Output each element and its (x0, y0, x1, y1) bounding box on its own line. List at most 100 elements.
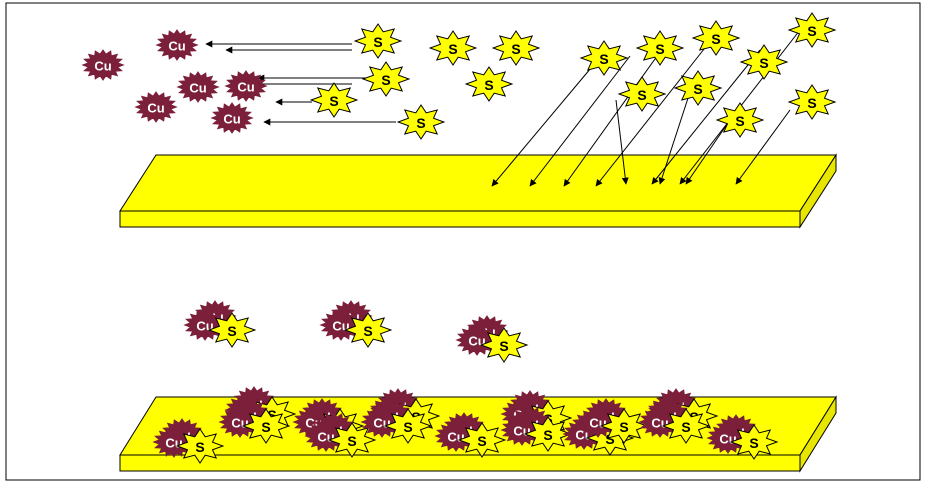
s-particle: S (464, 66, 514, 102)
yellow-starburst-icon (428, 30, 478, 66)
s-label: S (711, 31, 720, 47)
s-particle: S (383, 408, 433, 444)
top-slab-top-face (119, 154, 837, 212)
s-label: S (267, 407, 276, 423)
s-label: S (759, 55, 768, 71)
yellow-starburst-icon (599, 408, 649, 444)
yellow-starburst-icon (396, 104, 446, 140)
s-particle: S (396, 104, 446, 140)
s-particle: S (673, 70, 723, 106)
s-label: S (484, 77, 493, 93)
crimson-starburst-icon (134, 91, 178, 123)
s-particle: S (175, 428, 225, 464)
diagonal-arrow (735, 109, 791, 185)
s-particle: S (361, 61, 411, 97)
arrows-layer (205, 29, 801, 187)
s-label: S (329, 93, 338, 109)
s-label: S (499, 338, 508, 354)
yellow-starburst-icon (617, 76, 667, 112)
s-label: S (195, 439, 204, 455)
top-slab-front-face (119, 210, 801, 228)
s-label: S (807, 23, 816, 39)
s-particle: S (635, 30, 685, 66)
yellow-starburst-icon (661, 408, 711, 444)
yellow-starburst-icon (479, 327, 529, 363)
cu-label: Cu (231, 416, 248, 431)
s-label: S (749, 435, 758, 451)
yellow-starburst-icon (361, 61, 411, 97)
s-particle: S (353, 23, 403, 59)
s-label: S (403, 419, 412, 435)
s-label: S (619, 419, 628, 435)
s-label: S (227, 323, 236, 339)
yellow-starburst-icon (491, 30, 541, 66)
cu-label: Cu (168, 39, 185, 54)
yellow-starburst-icon (464, 66, 514, 102)
s-particle: S (729, 424, 779, 460)
s-particle: S (691, 20, 741, 56)
s-label: S (735, 113, 744, 129)
particles-layer: CuCuCuCuCuCuSSSSSSSSSSSSSSSSCuCuSCuCuSCu… (81, 12, 837, 464)
s-particle: S (491, 30, 541, 66)
cu-particle: Cu (210, 102, 254, 134)
crimson-starburst-icon (81, 49, 125, 81)
yellow-starburst-icon (175, 428, 225, 464)
diagonal-arrow (685, 119, 731, 185)
s-label: S (511, 41, 520, 57)
s-particle: S (207, 312, 257, 348)
crimson-starburst-icon (155, 29, 199, 61)
cu-label: Cu (94, 59, 111, 74)
s-particle: S (523, 416, 573, 452)
s-label: S (807, 95, 816, 111)
yellow-starburst-icon (523, 416, 573, 452)
cu-label: Cu (589, 416, 606, 431)
crimson-starburst-icon (210, 102, 254, 134)
cu-label: Cu (189, 81, 206, 96)
diagonal-arrow (595, 43, 709, 187)
cu-label: Cu (373, 416, 390, 431)
s-label: S (373, 34, 382, 50)
s-particle: S (457, 422, 507, 458)
yellow-starburst-icon (241, 408, 291, 444)
cu-particle: Cu (155, 29, 199, 61)
diagonal-arrow (491, 61, 597, 187)
s-particle: S (599, 408, 649, 444)
s-particle: S (715, 102, 765, 138)
cu-label: Cu (447, 430, 464, 445)
s-label: S (693, 81, 702, 97)
crimson-starburst-icon (176, 71, 220, 103)
yellow-starburst-icon (691, 20, 741, 56)
cu-label: Cu (719, 432, 736, 447)
s-particle: S (661, 408, 711, 444)
diagonal-arrow (563, 51, 661, 187)
s-particle: S (309, 82, 359, 118)
s-label: S (347, 433, 356, 449)
s-particle: S (479, 327, 529, 363)
s-label: S (261, 419, 270, 435)
cu-label: Cu (237, 80, 254, 95)
diagonal-arrow (615, 99, 629, 185)
cu-label: Cu (317, 430, 334, 445)
yellow-starburst-icon (457, 422, 507, 458)
diagonal-arrow (651, 49, 761, 185)
s-label: S (637, 87, 646, 103)
s-label: S (543, 427, 552, 443)
cu-particle: Cu (176, 71, 220, 103)
s-label: S (655, 41, 664, 57)
yellow-starburst-icon (673, 70, 723, 106)
yellow-starburst-icon (715, 102, 765, 138)
cu-particle: Cu (134, 91, 178, 123)
s-particle: S (739, 44, 789, 80)
s-label: S (599, 51, 608, 67)
s-particle: S (579, 40, 629, 76)
bottom-slab-side-face (799, 395, 837, 473)
yellow-starburst-icon (207, 312, 257, 348)
cu-label: Cu (223, 112, 240, 127)
cu-particle: Cu (224, 70, 268, 102)
s-label: S (448, 41, 457, 57)
top-slab-side-face (799, 153, 837, 229)
cu-label: Cu (513, 424, 530, 439)
s-particle: S (787, 12, 837, 48)
